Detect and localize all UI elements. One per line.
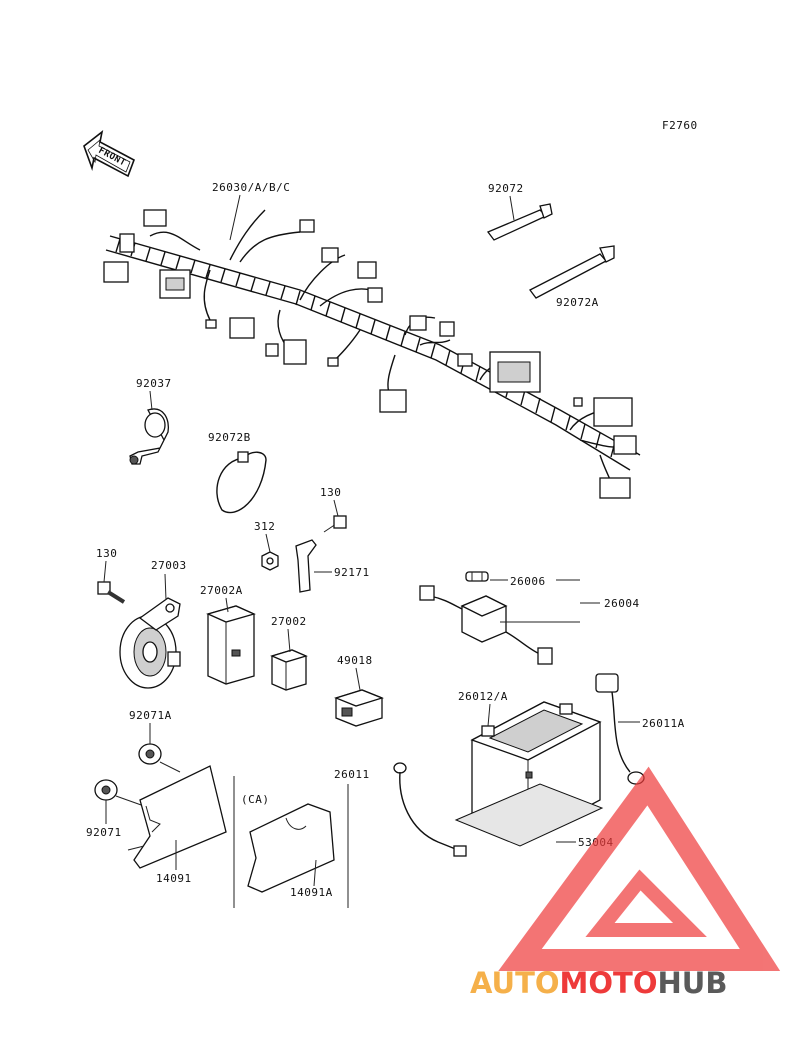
grommet-92071A — [138, 743, 162, 765]
label-92037: 92037 — [136, 377, 172, 390]
triangle-logo-icon — [498, 766, 781, 971]
label-130-top: 130 — [320, 486, 341, 499]
relay-27002 — [270, 649, 308, 691]
label-27003: 27003 — [151, 559, 187, 572]
clamp-92037 — [129, 408, 170, 465]
label-92171: 92171 — [334, 566, 370, 579]
diagram-code: F2760 — [662, 119, 698, 132]
bolt-130-top — [323, 515, 347, 533]
nut-312 — [261, 551, 279, 571]
brand-auto: AUTO — [470, 966, 560, 1000]
variant-note: (CA) — [241, 793, 270, 806]
label-26011A: 26011A — [642, 717, 685, 730]
label-26006: 26006 — [510, 575, 546, 588]
cover-14091 — [133, 765, 227, 869]
label-14091A: 14091A — [290, 886, 333, 899]
label-92072: 92072 — [488, 182, 524, 195]
relay-27002A — [206, 605, 256, 685]
automotohub-watermark: AUTOMOTOHUB — [470, 766, 781, 1000]
label-130-left: 130 — [96, 547, 117, 560]
band-92072A — [529, 245, 615, 299]
connector-49018 — [334, 689, 384, 727]
grommet-92071 — [94, 779, 118, 801]
brand-moto: MOTO — [560, 966, 658, 1000]
wiring-harness — [103, 209, 641, 499]
band-92072 — [486, 203, 553, 241]
label-14091: 14091 — [156, 872, 192, 885]
cover-14091A — [247, 803, 335, 893]
band-92072B — [216, 451, 267, 514]
fuse-holder-26004 — [419, 585, 553, 665]
label-92071A: 92071A — [129, 709, 172, 722]
cable-26011A — [595, 673, 645, 785]
label-92071: 92071 — [86, 826, 122, 839]
bolt-130-left — [97, 581, 126, 604]
svg-text:AUTOMOTOHUB: AUTOMOTOHUB — [470, 966, 727, 1000]
cable-26011 — [393, 762, 467, 857]
brand-hub: HUB — [658, 966, 728, 1000]
label-27002: 27002 — [271, 615, 307, 628]
label-312: 312 — [254, 520, 275, 533]
label-26030: 26030/A/B/C — [212, 181, 290, 194]
label-26012A: 26012/A — [458, 690, 508, 703]
label-92072A: 92072A — [556, 296, 599, 309]
label-49018: 49018 — [337, 654, 373, 667]
horn-27003 — [119, 597, 181, 689]
bracket-92171 — [295, 539, 317, 593]
label-92072B: 92072B — [208, 431, 251, 444]
fuse-26006 — [465, 571, 489, 582]
label-26004: 26004 — [604, 597, 640, 610]
label-27002A: 27002A — [200, 584, 243, 597]
pad-53004 — [454, 783, 604, 847]
front-arrow-icon: FRONT — [83, 130, 135, 178]
label-26011: 26011 — [334, 768, 370, 781]
